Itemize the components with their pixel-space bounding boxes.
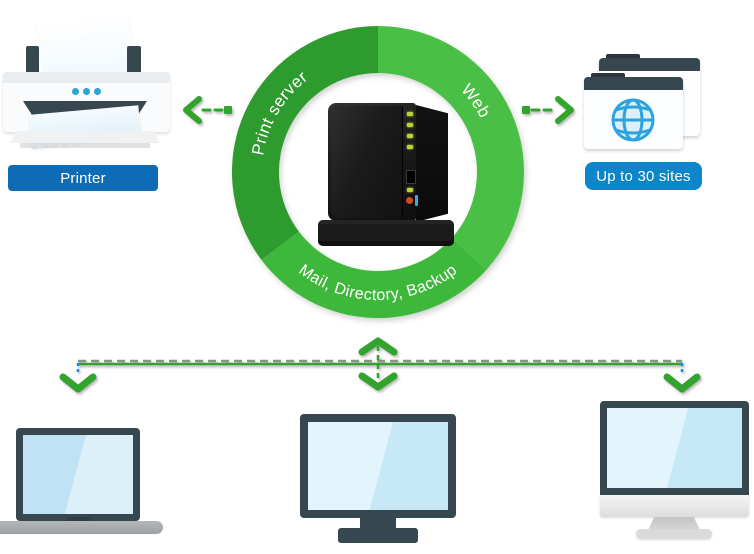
nas-status-led [407, 112, 413, 116]
arrow-down-center-icon [358, 372, 398, 391]
nas-front-door [331, 106, 403, 218]
printer-button-icon [83, 88, 90, 95]
printer-label: Printer [8, 165, 158, 191]
printer-top-panel [3, 72, 170, 83]
nas-power-button [406, 197, 413, 204]
browser-tab [591, 73, 625, 79]
aio-stand-neck [648, 517, 700, 530]
nas-status-led [407, 188, 413, 192]
printer-bottom-tray [10, 131, 160, 143]
browser-tab [606, 54, 640, 60]
monitor-screen [300, 414, 456, 518]
arrow-up-icon [358, 337, 398, 356]
laptop-hinge [67, 517, 91, 524]
nas-blue-led [415, 195, 418, 206]
aio-screen [600, 401, 749, 495]
printer-paper-support [26, 46, 39, 74]
printer-paper-support [127, 46, 141, 74]
bottom-connector [59, 337, 701, 393]
nas-base [318, 220, 454, 246]
arrow-down-right-icon [663, 373, 701, 393]
laptop-screen [16, 428, 140, 521]
globe-icon [611, 98, 655, 142]
monitor-stand-neck [360, 518, 396, 530]
arrow-left-icon [183, 96, 232, 124]
service-ring [231, 26, 525, 319]
aio-chin [600, 495, 749, 517]
ring-segment-mail-directory-backup [261, 231, 487, 319]
web-sites-label: Up to 30 sites [585, 162, 702, 190]
browser-window-front [584, 73, 683, 149]
laptop-base [0, 521, 163, 534]
nas-status-led [407, 145, 413, 149]
printer-button-icon [94, 88, 101, 95]
printer-button-icon [72, 88, 79, 95]
ring-segment-print-server [231, 26, 378, 260]
arrow-down-left-icon [59, 373, 97, 393]
aio-stand-base [636, 529, 712, 538]
nas-side-panel [416, 105, 448, 222]
arrow-right-icon [522, 96, 574, 124]
nas-status-led [407, 134, 413, 138]
printer-shadow [20, 143, 150, 148]
ring-segment-web [378, 26, 525, 270]
nas-status-led [407, 123, 413, 127]
browser-titlebar [584, 77, 683, 90]
monitor-stand-base [338, 528, 418, 543]
nas-usb-port [406, 170, 416, 184]
browser-titlebar [599, 58, 700, 71]
